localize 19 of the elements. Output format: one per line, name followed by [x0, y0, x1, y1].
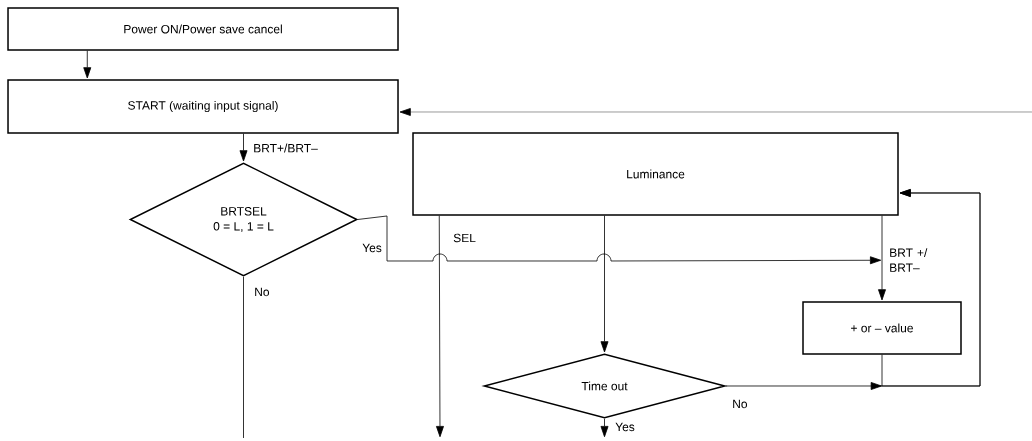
edge-label: No [253, 286, 271, 298]
arrow [878, 215, 886, 301]
process-box: START (waiting input signal) [7, 79, 399, 134]
edge-label: SEL [452, 232, 477, 244]
arrow [436, 215, 444, 438]
process-box: Power ON/Power save cancel [7, 7, 399, 51]
edge-label: BRT+/BRT– [252, 142, 319, 154]
edge-label: No [731, 398, 749, 410]
arrow [83, 50, 92, 79]
arrow [600, 418, 609, 438]
arrow [600, 215, 609, 353]
process-box: Luminance [412, 132, 899, 216]
arrow [239, 133, 248, 162]
edge-label: Yes [614, 421, 636, 433]
edge-label: BRT +/ BRT– [888, 247, 937, 273]
process-box: + or – value [802, 301, 962, 355]
arrow [357, 215, 882, 265]
arrow [870, 189, 981, 390]
edge-label: Yes [361, 242, 383, 254]
